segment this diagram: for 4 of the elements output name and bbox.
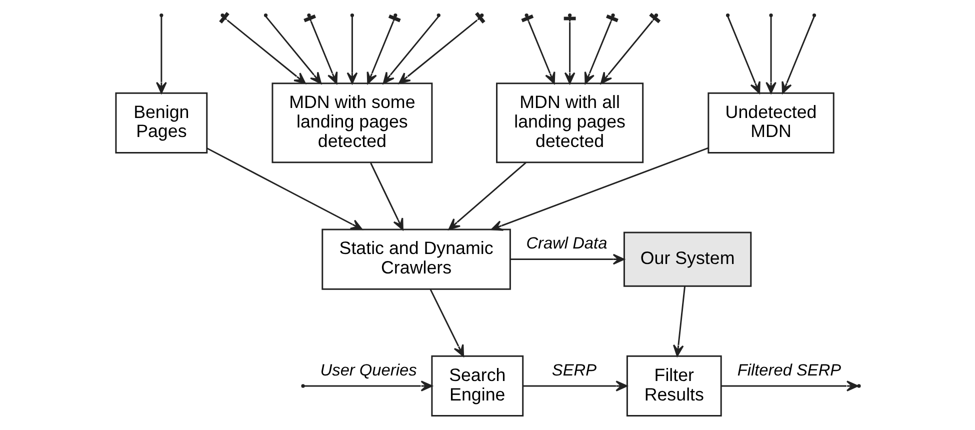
edge-label: User Queries — [320, 361, 416, 380]
edge-label: Crawl Data — [526, 234, 607, 253]
edge-label: SERP — [551, 361, 596, 380]
edge-label: Filtered SERP — [736, 361, 841, 380]
